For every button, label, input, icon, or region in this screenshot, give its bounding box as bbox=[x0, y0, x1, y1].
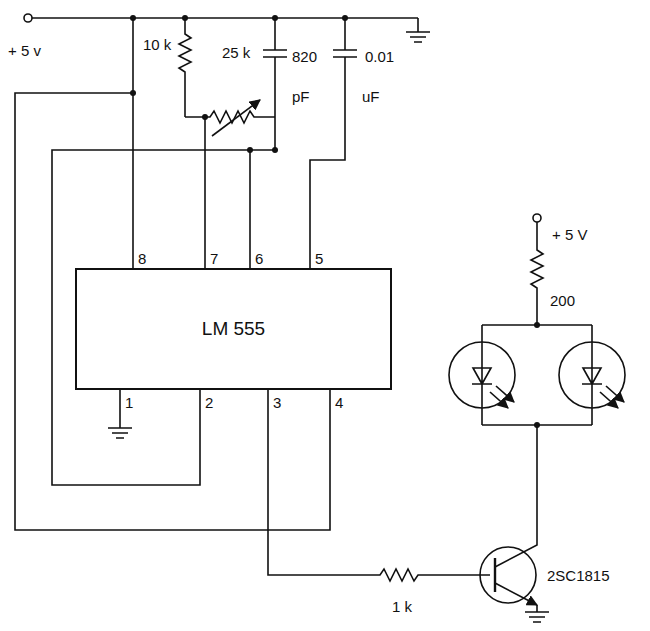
pin7-wire bbox=[204, 117, 206, 268]
component-value: 200 bbox=[550, 292, 575, 309]
pin-number: 7 bbox=[210, 250, 218, 267]
supply-terminal bbox=[24, 14, 32, 22]
top-rail bbox=[32, 17, 418, 19]
resistor-symbol bbox=[179, 18, 191, 117]
component-value: + 5 v bbox=[8, 42, 41, 59]
component-value: 10 k bbox=[143, 36, 171, 53]
pin-number: 2 bbox=[205, 394, 213, 411]
resistor-symbol bbox=[531, 222, 543, 325]
component-value: uF bbox=[362, 88, 380, 105]
supply-terminal bbox=[533, 214, 541, 222]
ic-package: LM 555 bbox=[75, 268, 392, 390]
pin-number: 8 bbox=[138, 250, 146, 267]
pin-number: 1 bbox=[125, 394, 133, 411]
pin-number: 5 bbox=[315, 250, 323, 267]
led-bus bbox=[482, 325, 592, 425]
pin-number: 4 bbox=[335, 394, 343, 411]
pin-number: 6 bbox=[255, 250, 263, 267]
led-symbol bbox=[559, 325, 625, 425]
base-resistor-wire bbox=[268, 390, 490, 581]
led-symbol bbox=[449, 325, 515, 425]
component-value: 25 k bbox=[222, 44, 250, 61]
transistor-symbol bbox=[480, 425, 549, 622]
control-capacitor bbox=[310, 18, 357, 268]
ground-symbol bbox=[406, 18, 430, 42]
potentiometer-symbol bbox=[185, 111, 275, 123]
ic-name: LM 555 bbox=[194, 314, 273, 344]
capacitor-symbol bbox=[263, 18, 287, 150]
component-value: 0.01 bbox=[365, 48, 394, 65]
pin8-wire bbox=[132, 18, 134, 268]
component-value: 1 k bbox=[392, 598, 412, 615]
pin-number: 3 bbox=[273, 394, 281, 411]
component-value: pF bbox=[292, 88, 310, 105]
component-value: 2SC1815 bbox=[547, 567, 610, 584]
potentiometer-arrow bbox=[212, 100, 260, 136]
component-value: 820 bbox=[292, 48, 317, 65]
component-value: + 5 V bbox=[552, 226, 587, 243]
